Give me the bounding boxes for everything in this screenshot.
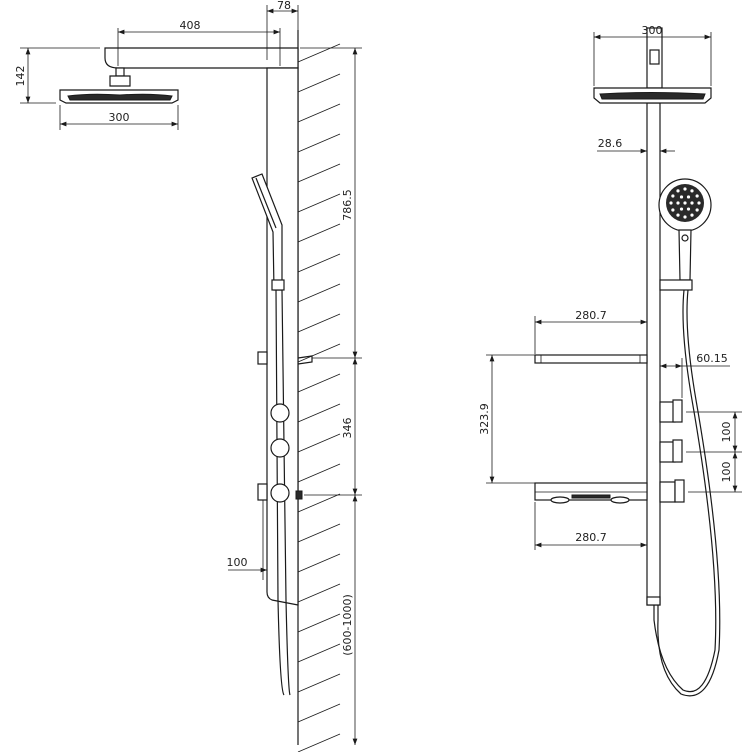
front-view: 300 28.6 280.7 280.7 323.9 60.15 100 100 xyxy=(478,24,742,697)
nozzle xyxy=(690,201,694,205)
nozzle xyxy=(690,189,694,193)
hatch-line xyxy=(297,463,341,483)
dim-middle-height: 346 xyxy=(341,418,354,439)
hatch-line xyxy=(297,373,341,393)
hatch-line xyxy=(297,433,341,453)
hatch-line xyxy=(297,73,341,93)
side-view: 408 78 142 300 786.5 346 (600-1000) 100 xyxy=(14,0,362,752)
knob-side-3 xyxy=(270,483,290,503)
hatch-line xyxy=(297,43,341,63)
nozzle xyxy=(683,215,687,219)
hatch-line xyxy=(297,583,341,603)
nozzle xyxy=(686,207,691,211)
dim-head-width: 300 xyxy=(109,111,130,124)
nozzle xyxy=(683,201,687,205)
dim-knob-spacing-1: 100 xyxy=(720,422,733,443)
nozzle xyxy=(669,201,673,205)
hatch-line xyxy=(297,103,341,123)
hatch-line xyxy=(297,193,341,213)
dim-knob-spacing-2: 100 xyxy=(720,462,733,483)
hatch-line xyxy=(297,493,341,513)
dim-shelf-spacing: 323.9 xyxy=(478,403,491,435)
head-swivel xyxy=(109,75,131,87)
nozzle xyxy=(683,187,687,191)
shower-arm xyxy=(104,47,299,69)
hatch-line xyxy=(297,283,341,303)
nozzle xyxy=(695,208,699,212)
nozzle xyxy=(676,189,680,193)
upper-shelf xyxy=(534,354,648,364)
nozzle xyxy=(690,213,694,217)
dim-floor-height: (600-1000) xyxy=(341,594,354,656)
nozzle xyxy=(679,207,684,211)
dim-upper-height: 786.5 xyxy=(341,189,354,221)
hatch-line xyxy=(297,343,341,363)
wall-hatching xyxy=(297,43,341,752)
dim-front-head-width: 300 xyxy=(642,24,663,37)
handheld-holder xyxy=(271,279,285,291)
nozzle xyxy=(671,208,675,212)
dim-head-drop: 142 xyxy=(14,66,27,87)
nozzle xyxy=(695,194,699,198)
hatch-line xyxy=(297,133,341,153)
lower-shelf-side xyxy=(257,483,268,501)
nozzle xyxy=(686,195,691,199)
hatch-line xyxy=(297,163,341,183)
hatch-line xyxy=(297,733,341,752)
rain-head-nozzles xyxy=(67,93,173,101)
hatch-line xyxy=(297,403,341,423)
hatch-line xyxy=(297,313,341,333)
hatch-line xyxy=(297,703,341,723)
riser-pipe xyxy=(646,102,661,606)
dim-upper-shelf-width: 280.7 xyxy=(575,309,607,322)
hatch-line xyxy=(297,223,341,243)
dim-handle-offset: 100 xyxy=(227,556,248,569)
handheld-holder-front xyxy=(659,279,693,291)
dim-panel-depth: 78 xyxy=(277,0,291,12)
nozzle xyxy=(679,195,684,199)
dim-arm-length: 408 xyxy=(180,19,201,32)
knob-side-1 xyxy=(270,403,290,423)
hatch-line xyxy=(297,523,341,543)
knob-front-3 xyxy=(659,479,685,503)
nozzle xyxy=(671,194,675,198)
dim-knob-projection: 60.15 xyxy=(696,352,728,365)
dim-lower-shelf-width: 280.7 xyxy=(575,531,607,544)
nozzle xyxy=(676,201,680,205)
water-inlet xyxy=(295,490,303,500)
knob-front-1 xyxy=(659,399,683,423)
hose-side xyxy=(275,289,291,696)
head-connector xyxy=(115,67,125,77)
hatch-line xyxy=(297,643,341,663)
hose-front xyxy=(653,289,717,693)
hatch-line xyxy=(297,553,341,573)
upper-shelf-side xyxy=(257,351,268,365)
nozzle xyxy=(697,201,701,205)
knob-side-2 xyxy=(270,438,290,458)
dim-pipe-width: 28.6 xyxy=(598,137,623,150)
hatch-line xyxy=(297,673,341,693)
lower-shelf xyxy=(534,482,648,501)
nozzle xyxy=(676,213,680,217)
knob-front-2 xyxy=(659,439,683,463)
hatch-line xyxy=(297,253,341,273)
hatch-line xyxy=(297,613,341,633)
